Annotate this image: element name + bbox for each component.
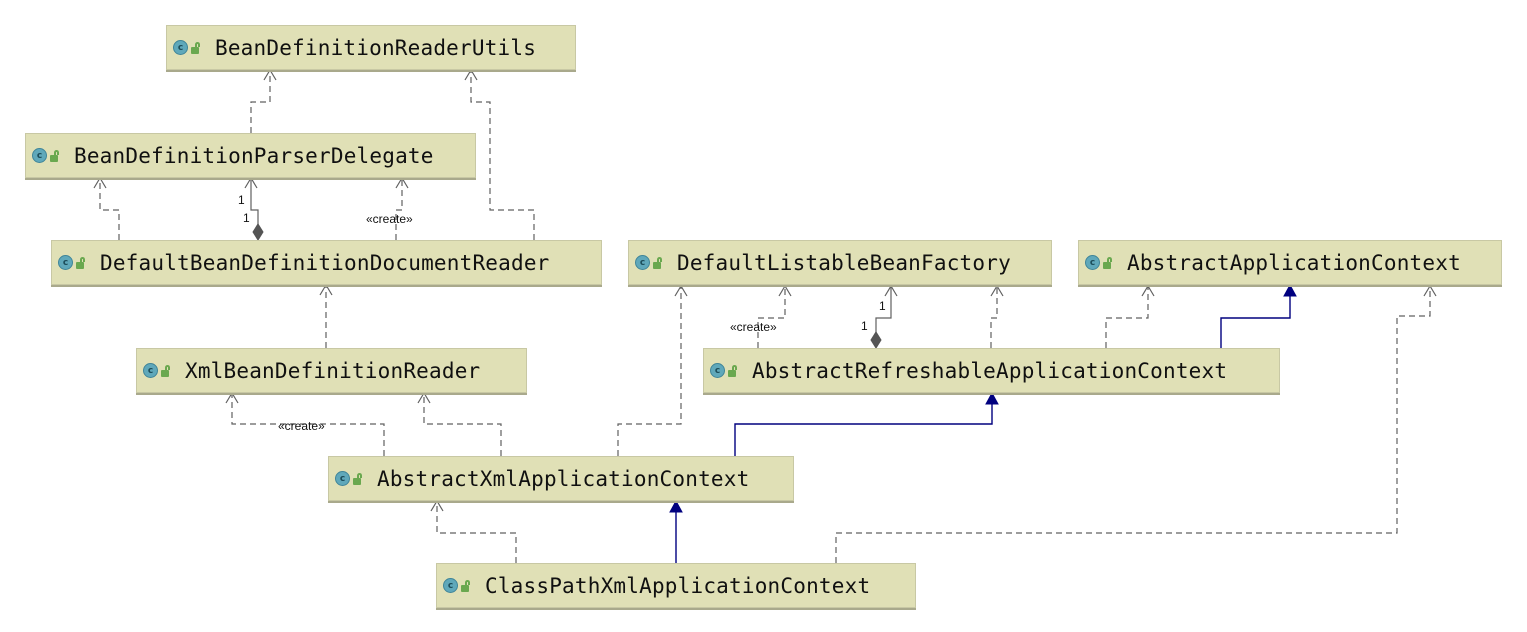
dependency-arrowhead	[225, 391, 239, 404]
dependency-arrowhead	[990, 284, 1004, 297]
class-icon: c	[143, 363, 158, 378]
class-node-arac[interactable]: c AbstractRefreshableApplicationContext	[703, 348, 1280, 393]
multiplicity-label: 1	[879, 299, 886, 313]
stereotype-label: «create»	[366, 212, 413, 226]
public-lock-icon	[461, 579, 471, 592]
edge-composition	[875, 286, 892, 335]
public-lock-icon	[161, 364, 171, 377]
public-lock-icon	[50, 149, 60, 162]
edge-dependency	[231, 393, 385, 456]
composition-diamond	[252, 223, 264, 241]
class-icon: c	[173, 40, 188, 55]
multiplicity-label: 1	[243, 211, 250, 225]
class-name: AbstractXmlApplicationContext	[377, 466, 750, 491]
class-name: AbstractRefreshableApplicationContext	[752, 358, 1228, 383]
class-name: AbstractApplicationContext	[1127, 250, 1461, 275]
generalization-arrowhead	[1283, 283, 1297, 297]
class-node-bdpd[interactable]: c BeanDefinitionParserDelegate	[25, 133, 476, 178]
class-node-dbddr[interactable]: c DefaultBeanDefinitionDocumentReader	[51, 240, 602, 285]
edge-dependency	[99, 178, 120, 240]
edge-dependency	[395, 178, 403, 240]
class-node-xbdr[interactable]: c XmlBeanDefinitionReader	[136, 348, 527, 393]
generalization-arrowhead	[985, 391, 999, 405]
generalization-arrowhead	[669, 499, 683, 513]
dependency-arrowhead	[263, 68, 277, 81]
class-icon: c	[635, 255, 650, 270]
class-name: BeanDefinitionReaderUtils	[215, 35, 537, 60]
dependency-arrowhead	[430, 499, 444, 512]
dependency-arrowhead	[395, 176, 409, 189]
public-lock-icon	[76, 256, 86, 269]
public-lock-icon	[1103, 256, 1113, 269]
class-name: DefaultBeanDefinitionDocumentReader	[100, 250, 550, 275]
edge-dependency	[1105, 286, 1149, 348]
edge-dependency	[835, 286, 1431, 563]
edge-dependency	[757, 286, 786, 348]
dependency-arrowhead	[319, 283, 333, 296]
edge-dependency	[250, 70, 271, 133]
edge-dependency	[990, 286, 998, 348]
class-icon: c	[32, 148, 47, 163]
class-node-aac[interactable]: c AbstractApplicationContext	[1078, 240, 1502, 285]
class-name: XmlBeanDefinitionReader	[185, 358, 481, 383]
dependency-arrowhead	[417, 391, 431, 404]
stereotype-label: «create»	[730, 320, 777, 334]
edge-dependency	[423, 393, 502, 456]
dependency-arrowhead	[244, 176, 258, 189]
edge-generalization	[734, 394, 993, 456]
class-icon: c	[335, 471, 350, 486]
stereotype-label: «create»	[278, 419, 325, 433]
dependency-arrowhead	[464, 68, 478, 81]
edge-composition	[250, 178, 259, 227]
public-lock-icon	[191, 41, 201, 54]
edge-generalization	[1220, 286, 1291, 348]
class-node-axac[interactable]: c AbstractXmlApplicationContext	[328, 456, 794, 501]
class-icon: c	[58, 255, 73, 270]
class-node-dlbf[interactable]: c DefaultListableBeanFactory	[628, 240, 1052, 285]
dependency-arrowhead	[93, 176, 107, 189]
class-name: DefaultListableBeanFactory	[677, 250, 1011, 275]
composition-diamond	[870, 331, 882, 349]
class-name: BeanDefinitionParserDelegate	[74, 143, 434, 168]
class-icon: c	[1085, 255, 1100, 270]
multiplicity-label: 1	[238, 193, 245, 207]
class-node-cpxac[interactable]: c ClassPathXmlApplicationContext	[436, 563, 916, 608]
edge-dependency	[436, 501, 517, 563]
class-node-bdru[interactable]: c BeanDefinitionReaderUtils	[166, 25, 576, 70]
class-name: ClassPathXmlApplicationContext	[485, 573, 871, 598]
class-icon: c	[710, 363, 725, 378]
dependency-arrowhead	[1141, 284, 1155, 297]
edge-dependency	[617, 286, 682, 456]
dependency-arrowhead	[778, 284, 792, 297]
multiplicity-label: 1	[861, 319, 868, 333]
public-lock-icon	[728, 364, 738, 377]
public-lock-icon	[653, 256, 663, 269]
edge-dependency	[470, 70, 535, 240]
dependency-arrowhead	[674, 284, 688, 297]
dependency-arrowhead	[884, 284, 898, 297]
class-icon: c	[443, 578, 458, 593]
dependency-arrowhead	[1423, 284, 1437, 297]
public-lock-icon	[353, 472, 363, 485]
